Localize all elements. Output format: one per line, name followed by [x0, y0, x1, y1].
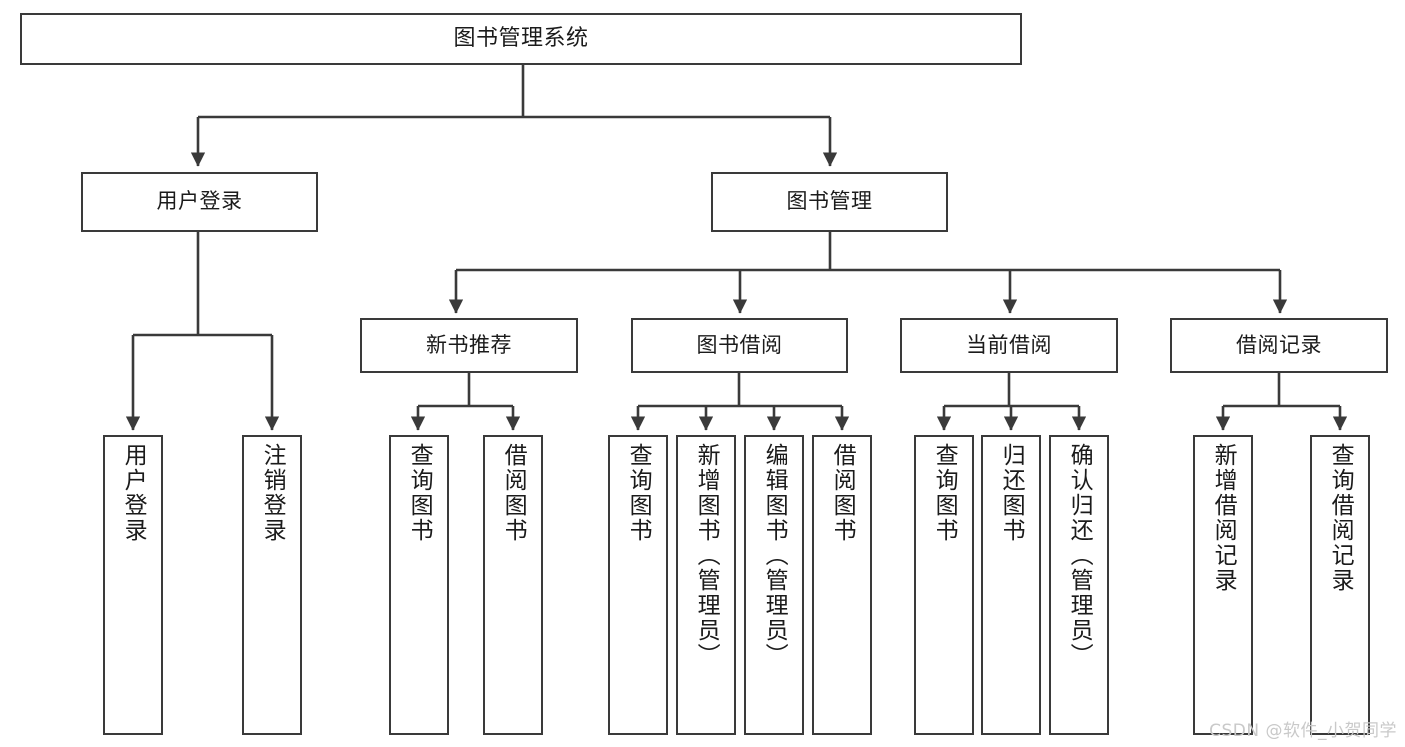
node-label: 当前借阅 [966, 332, 1052, 357]
leaf-add-borrow-record[interactable]: 新增借阅记录 [1193, 435, 1253, 735]
node-label: 用户登录 [156, 189, 243, 214]
node-label: 确认归还（管理员） [1066, 443, 1093, 668]
node-root-system[interactable]: 图书管理系统 [20, 13, 1022, 65]
leaf-query-book-current[interactable]: 查询图书 [914, 435, 974, 735]
leaf-return-book[interactable]: 归还图书 [981, 435, 1041, 735]
leaf-add-book-admin[interactable]: 新增图书（管理员） [676, 435, 736, 735]
node-label: 图书管理系统 [453, 26, 589, 52]
node-label: 借阅图书 [500, 443, 527, 543]
node-label: 查询图书 [406, 443, 433, 543]
node-book-manage[interactable]: 图书管理 [711, 172, 948, 232]
node-label: 注销登录 [259, 443, 286, 543]
csdn-watermark: CSDN @软件_小贺同学 [1209, 721, 1397, 741]
leaf-user-login[interactable]: 用户登录 [103, 435, 163, 735]
node-label: 查询图书 [931, 443, 958, 543]
node-label: 编辑图书（管理员） [761, 443, 788, 668]
leaf-edit-book-admin[interactable]: 编辑图书（管理员） [744, 435, 804, 735]
node-label: 查询借阅记录 [1327, 443, 1354, 593]
leaf-query-borrow-record[interactable]: 查询借阅记录 [1310, 435, 1370, 735]
node-label: 图书管理 [786, 189, 873, 214]
leaf-query-book-recommend[interactable]: 查询图书 [389, 435, 449, 735]
node-label: 归还图书 [998, 443, 1025, 543]
node-label: 新增借阅记录 [1210, 443, 1237, 593]
node-label: 新书推荐 [426, 332, 512, 357]
node-label: 用户登录 [120, 443, 147, 543]
node-user-login[interactable]: 用户登录 [81, 172, 318, 232]
node-label: 借阅记录 [1236, 332, 1322, 357]
node-borrow-record[interactable]: 借阅记录 [1170, 318, 1388, 373]
leaf-borrow-book[interactable]: 借阅图书 [812, 435, 872, 735]
leaf-query-book-borrow[interactable]: 查询图书 [608, 435, 668, 735]
node-label: 借阅图书 [829, 443, 856, 543]
leaf-logout-login[interactable]: 注销登录 [242, 435, 302, 735]
leaf-borrow-book-recommend[interactable]: 借阅图书 [483, 435, 543, 735]
leaf-confirm-return-admin[interactable]: 确认归还（管理员） [1049, 435, 1109, 735]
node-label: 查询图书 [625, 443, 652, 543]
node-book-borrow[interactable]: 图书借阅 [631, 318, 848, 373]
node-new-book-recommend[interactable]: 新书推荐 [360, 318, 578, 373]
node-label: 新增图书（管理员） [693, 443, 720, 668]
node-label: 图书借阅 [696, 332, 783, 357]
node-current-borrow[interactable]: 当前借阅 [900, 318, 1118, 373]
